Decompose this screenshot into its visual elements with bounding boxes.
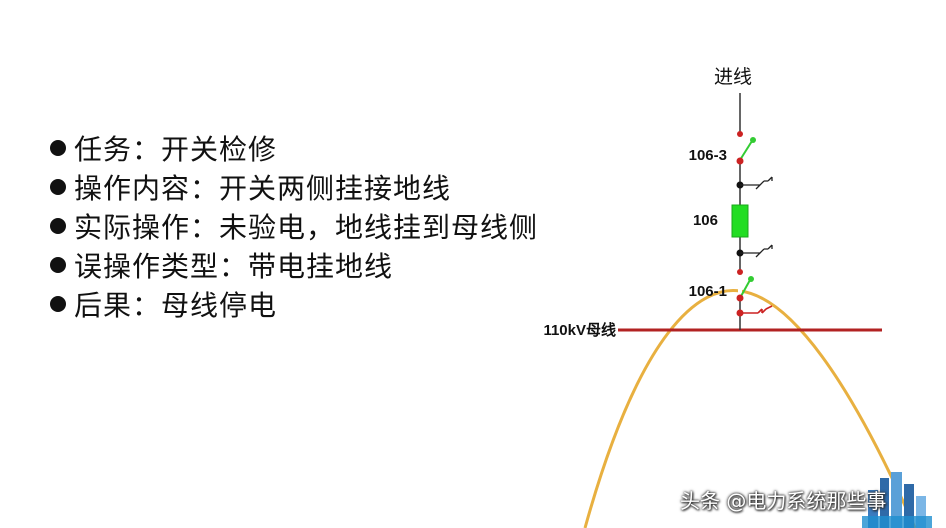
- bullet-item-task: 任务：开关检修: [50, 128, 538, 167]
- bullet-text: 操作内容：开关两侧挂接地线: [74, 171, 452, 205]
- bullet-text: 任务：开关检修: [74, 132, 278, 166]
- bullet-item-consequence: 后果：母线停电: [50, 284, 538, 323]
- watermark: 头条 @电力系统那些事: [680, 489, 887, 513]
- bullet-item-error-type: 误操作类型：带电挂地线: [50, 245, 538, 284]
- breaker-106: [731, 204, 749, 238]
- disconnector-106-3-label: 106-3: [689, 147, 727, 164]
- bullet-dot-icon: [50, 139, 66, 156]
- bullet-text: 后果：母线停电: [74, 288, 278, 322]
- bullet-dot-icon: [50, 295, 66, 312]
- bullet-list: 任务：开关检修 操作内容：开关两侧挂接地线 实际操作：未验电，地线挂到母线侧 误…: [50, 128, 538, 323]
- busbar-label: 110kV母线: [543, 321, 616, 339]
- ground-switch-upper: [736, 176, 773, 190]
- city-skyline-icon: [862, 472, 932, 528]
- bullet-text: 实际操作：未验电，地线挂到母线侧: [74, 210, 539, 244]
- ground-wire-busbar-side: [736, 305, 773, 317]
- disconnector-106-3: [736, 131, 756, 165]
- disconnector-106-1-label: 106-1: [689, 283, 727, 300]
- bullet-dot-icon: [50, 256, 66, 273]
- bullet-text: 误操作类型：带电挂地线: [74, 249, 394, 283]
- bullet-item-operation: 操作内容：开关两侧挂接地线: [50, 167, 538, 206]
- disconnector-106-1: [736, 269, 754, 302]
- bullet-dot-icon: [50, 217, 66, 234]
- incoming-label: 进线: [714, 66, 752, 88]
- bullet-dot-icon: [50, 178, 66, 195]
- bullet-item-actual: 实际操作：未验电，地线挂到母线侧: [50, 206, 538, 245]
- ground-switch-lower: [736, 244, 773, 258]
- breaker-106-label: 106: [693, 212, 718, 229]
